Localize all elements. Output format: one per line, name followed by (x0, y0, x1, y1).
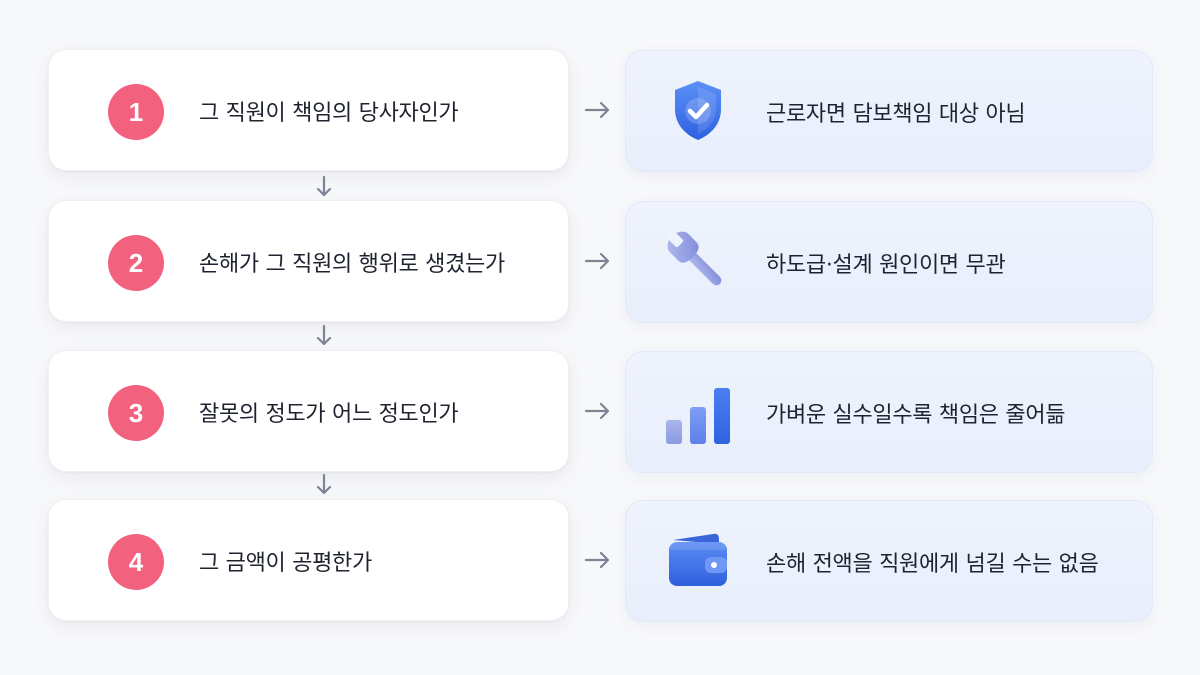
step-number-badge: 3 (108, 385, 164, 441)
question-text: 그 직원이 책임의 당사자인가 (199, 101, 459, 126)
question-text: 잘못의 정도가 어느 정도인가 (199, 402, 459, 427)
answer-card-1: 근로자면 담보책임 대상 아님 (625, 50, 1153, 172)
question-text: 손해가 그 직원의 행위로 생겼는가 (199, 252, 505, 277)
answer-text: 근로자면 담보책임 대상 아님 (766, 102, 1026, 127)
answer-card-2: 하도급·설계 원인이면 무관 (625, 201, 1153, 323)
arrow-right-icon (584, 252, 610, 270)
wallet-icon (669, 533, 727, 586)
arrow-down-icon (316, 473, 332, 495)
shield-check-icon (675, 81, 721, 140)
step-number-badge: 4 (108, 534, 164, 590)
answer-text: 하도급·설계 원인이면 무관 (766, 253, 1006, 278)
answer-card-3: 가벼운 실수일수록 책임은 줄어듦 (625, 351, 1153, 473)
question-card-1: 1 그 직원이 책임의 당사자인가 (48, 49, 569, 171)
question-card-2: 2 손해가 그 직원의 행위로 생겼는가 (48, 200, 569, 322)
question-text: 그 금액이 공평한가 (199, 551, 372, 576)
wrench-icon (667, 231, 722, 286)
step-row-2: 2 손해가 그 직원의 행위로 생겼는가 하도급·설계 원인 (0, 200, 1200, 323)
arrow-right-icon (584, 101, 610, 119)
step-row-3: 3 잘못의 정도가 어느 정도인가 (0, 350, 1200, 473)
arrow-right-icon (584, 551, 610, 569)
answer-text: 손해 전액을 직원에게 넘길 수는 없음 (766, 552, 1099, 577)
arrow-right-icon (584, 402, 610, 420)
question-card-3: 3 잘못의 정도가 어느 정도인가 (48, 350, 569, 472)
step-number-badge: 2 (108, 235, 164, 291)
bar-chart-icon (666, 388, 730, 444)
arrow-down-icon (316, 175, 332, 197)
step-row-1: 1 그 직원이 책임의 당사자인가 근로자면 담보책임 대상 아님 (0, 49, 1200, 172)
step-number-badge: 1 (108, 84, 164, 140)
step-row-4: 4 그 금액이 공평한가 손해 전액을 직원에게 넘길 수는 없음 (0, 499, 1200, 622)
question-card-4: 4 그 금액이 공평한가 (48, 499, 569, 621)
answer-card-4: 손해 전액을 직원에게 넘길 수는 없음 (625, 500, 1153, 622)
answer-text: 가벼운 실수일수록 책임은 줄어듦 (766, 403, 1066, 428)
arrow-down-icon (316, 324, 332, 346)
